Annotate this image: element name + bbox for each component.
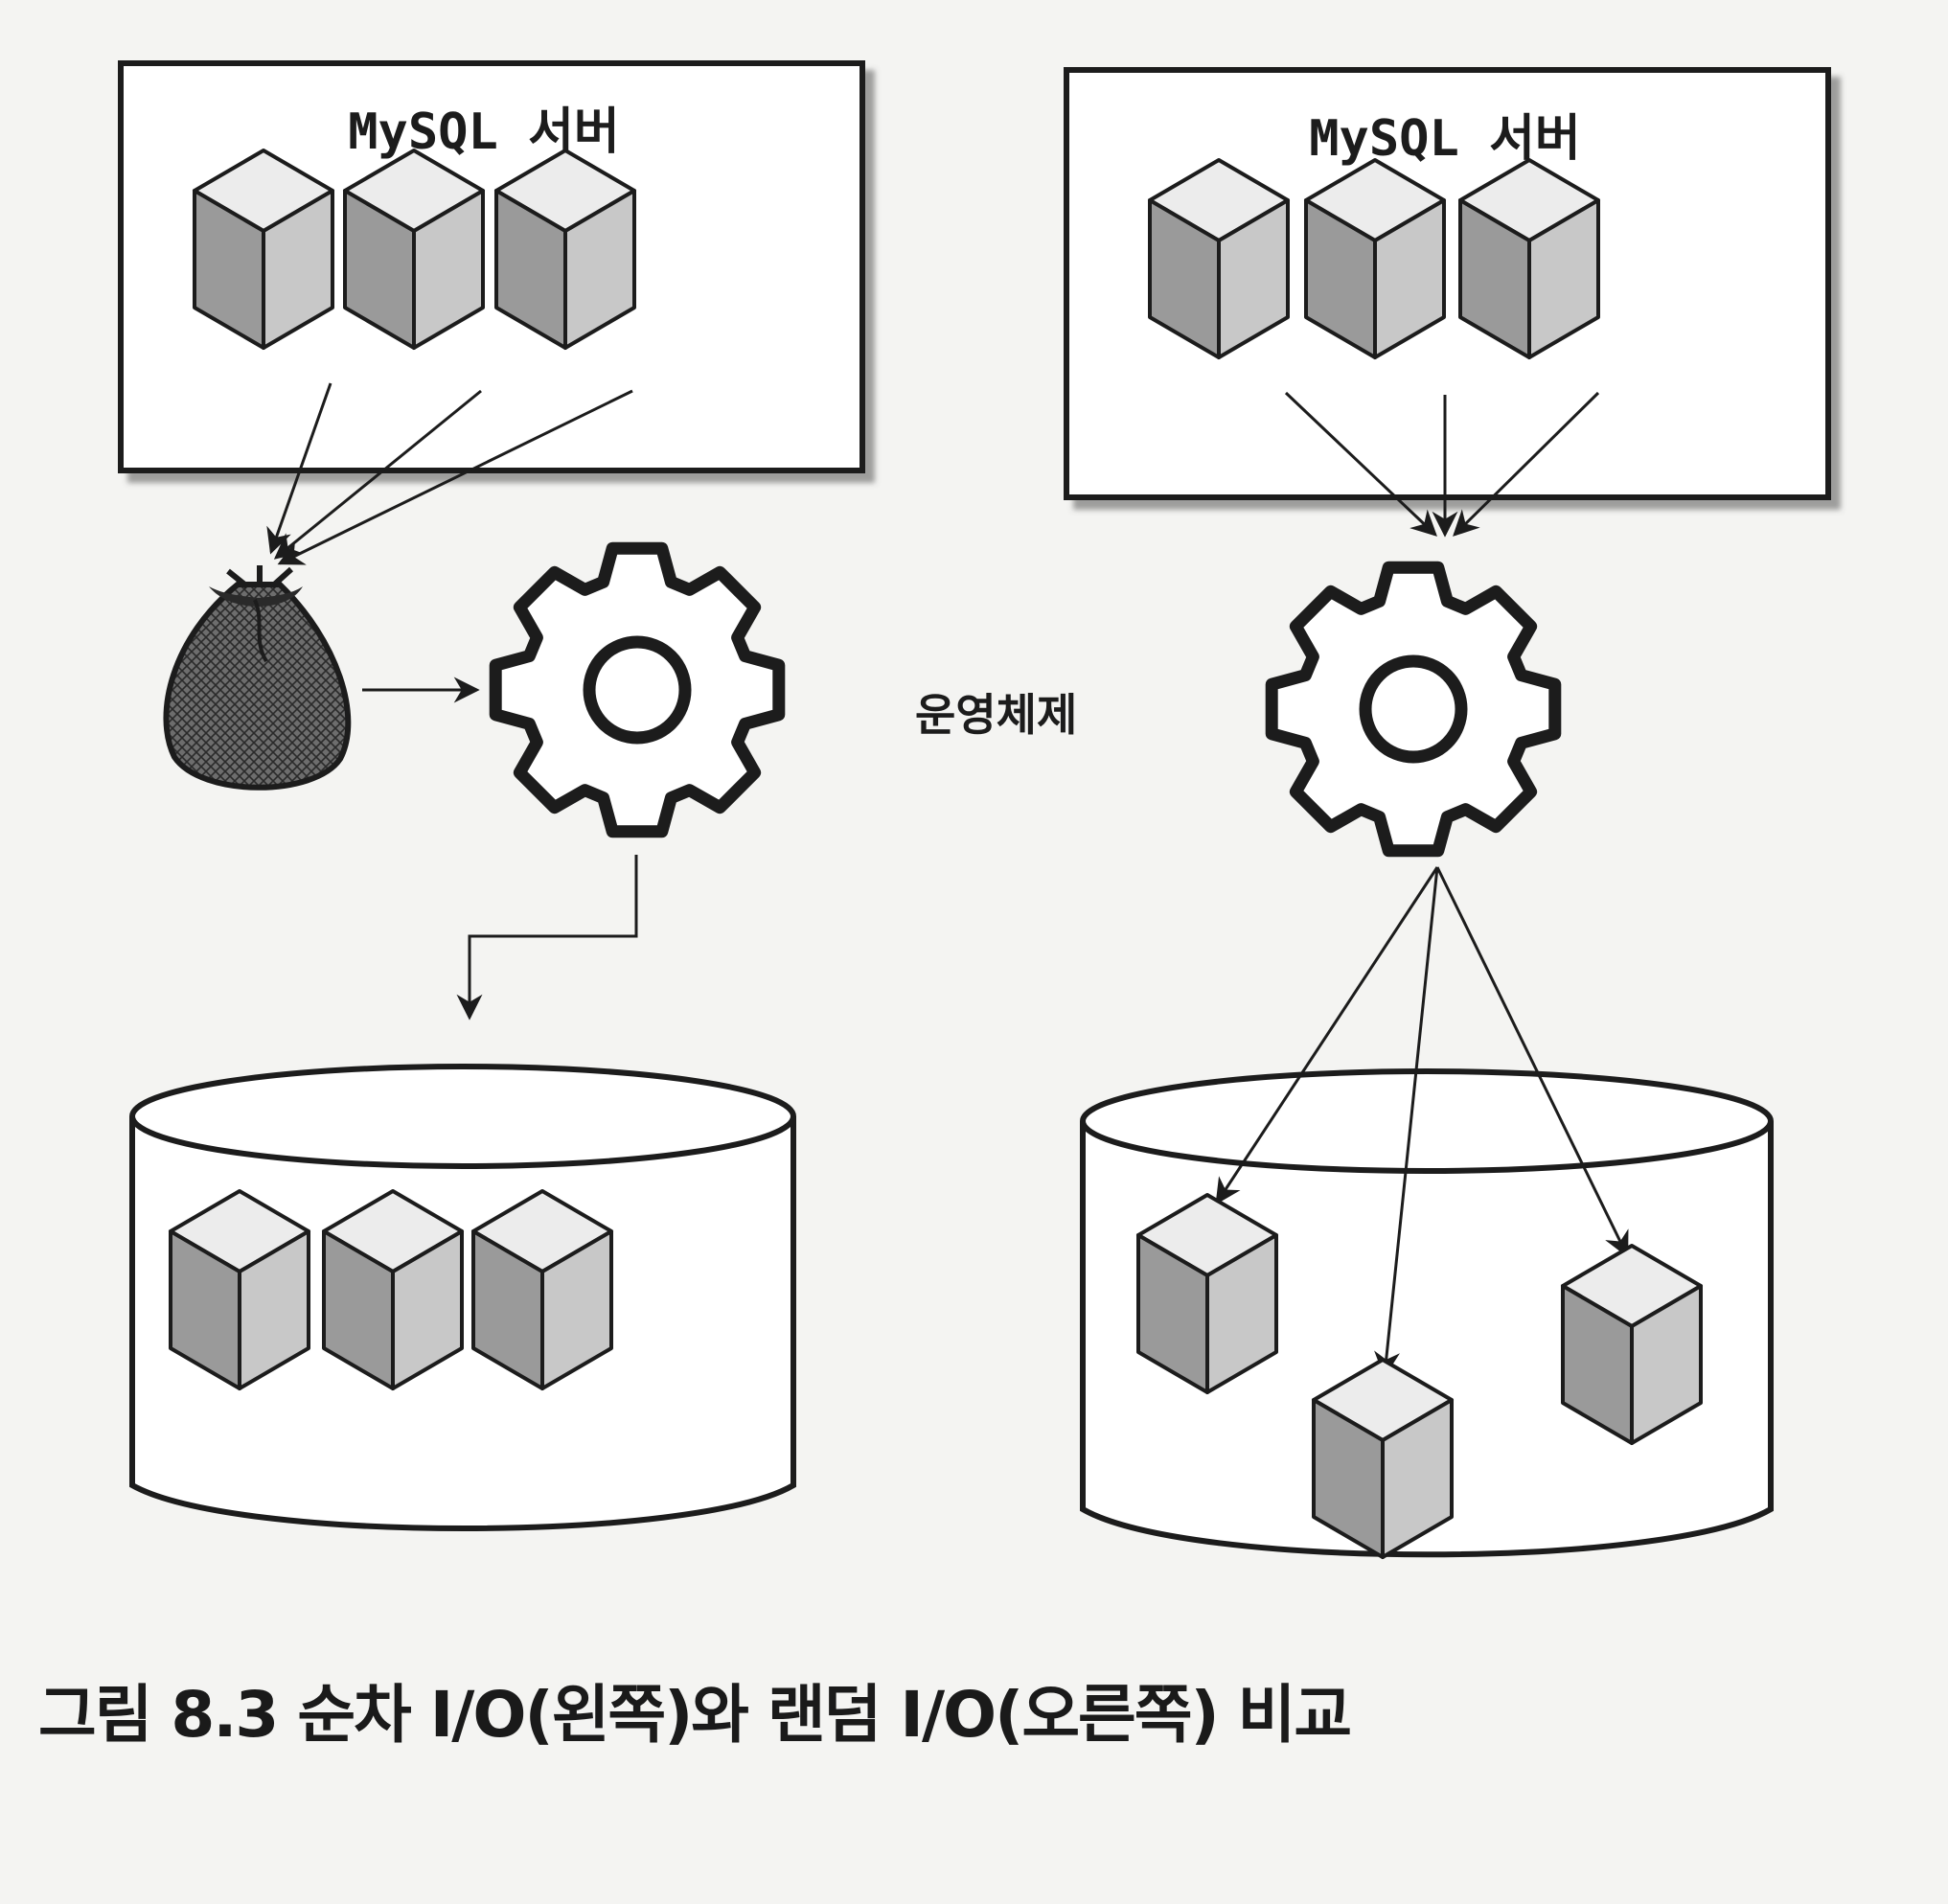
os-to-disk-random-arrows	[1215, 866, 1629, 1378]
data-page-cube	[1458, 158, 1600, 359]
right-server-to-os-arrows	[1284, 391, 1600, 538]
right-disk-cubes	[1136, 1193, 1703, 1559]
left-disk-cubes	[169, 1189, 613, 1390]
data-page-cube	[169, 1189, 310, 1390]
data-page-cube	[322, 1189, 464, 1390]
data-page-cube	[494, 149, 636, 350]
left-sequential-panel: MySQL 서버	[118, 60, 865, 1531]
data-page-cube	[193, 149, 334, 350]
right-server-cubes	[1148, 158, 1600, 359]
data-page-cube	[343, 149, 485, 350]
left-server-cubes	[193, 149, 636, 350]
left-server-to-bag-arrows	[266, 382, 633, 565]
left-os-gear-icon	[489, 541, 786, 838]
right-os-gear-icon	[1265, 561, 1562, 858]
os-to-disk-sequential-arrow	[456, 855, 638, 1021]
data-page-cube	[1561, 1244, 1703, 1445]
data-page-cube	[1148, 158, 1290, 359]
figure-caption: 그림 8.3 순차 I/O(왼쪽)와 랜덤 I/O(오른쪽) 비교	[38, 1678, 1350, 1752]
right-server-label: MySQL 서버	[1309, 110, 1581, 168]
data-page-cube	[1304, 158, 1446, 359]
os-label: 운영체제	[915, 689, 1077, 741]
buffer-bag-icon	[163, 565, 352, 791]
data-page-cube	[1136, 1193, 1278, 1394]
right-random-panel: MySQL 서버	[1064, 67, 1831, 1559]
data-page-cube	[1312, 1358, 1454, 1559]
data-page-cube	[471, 1189, 613, 1390]
left-server-label: MySQL 서버	[348, 103, 620, 161]
